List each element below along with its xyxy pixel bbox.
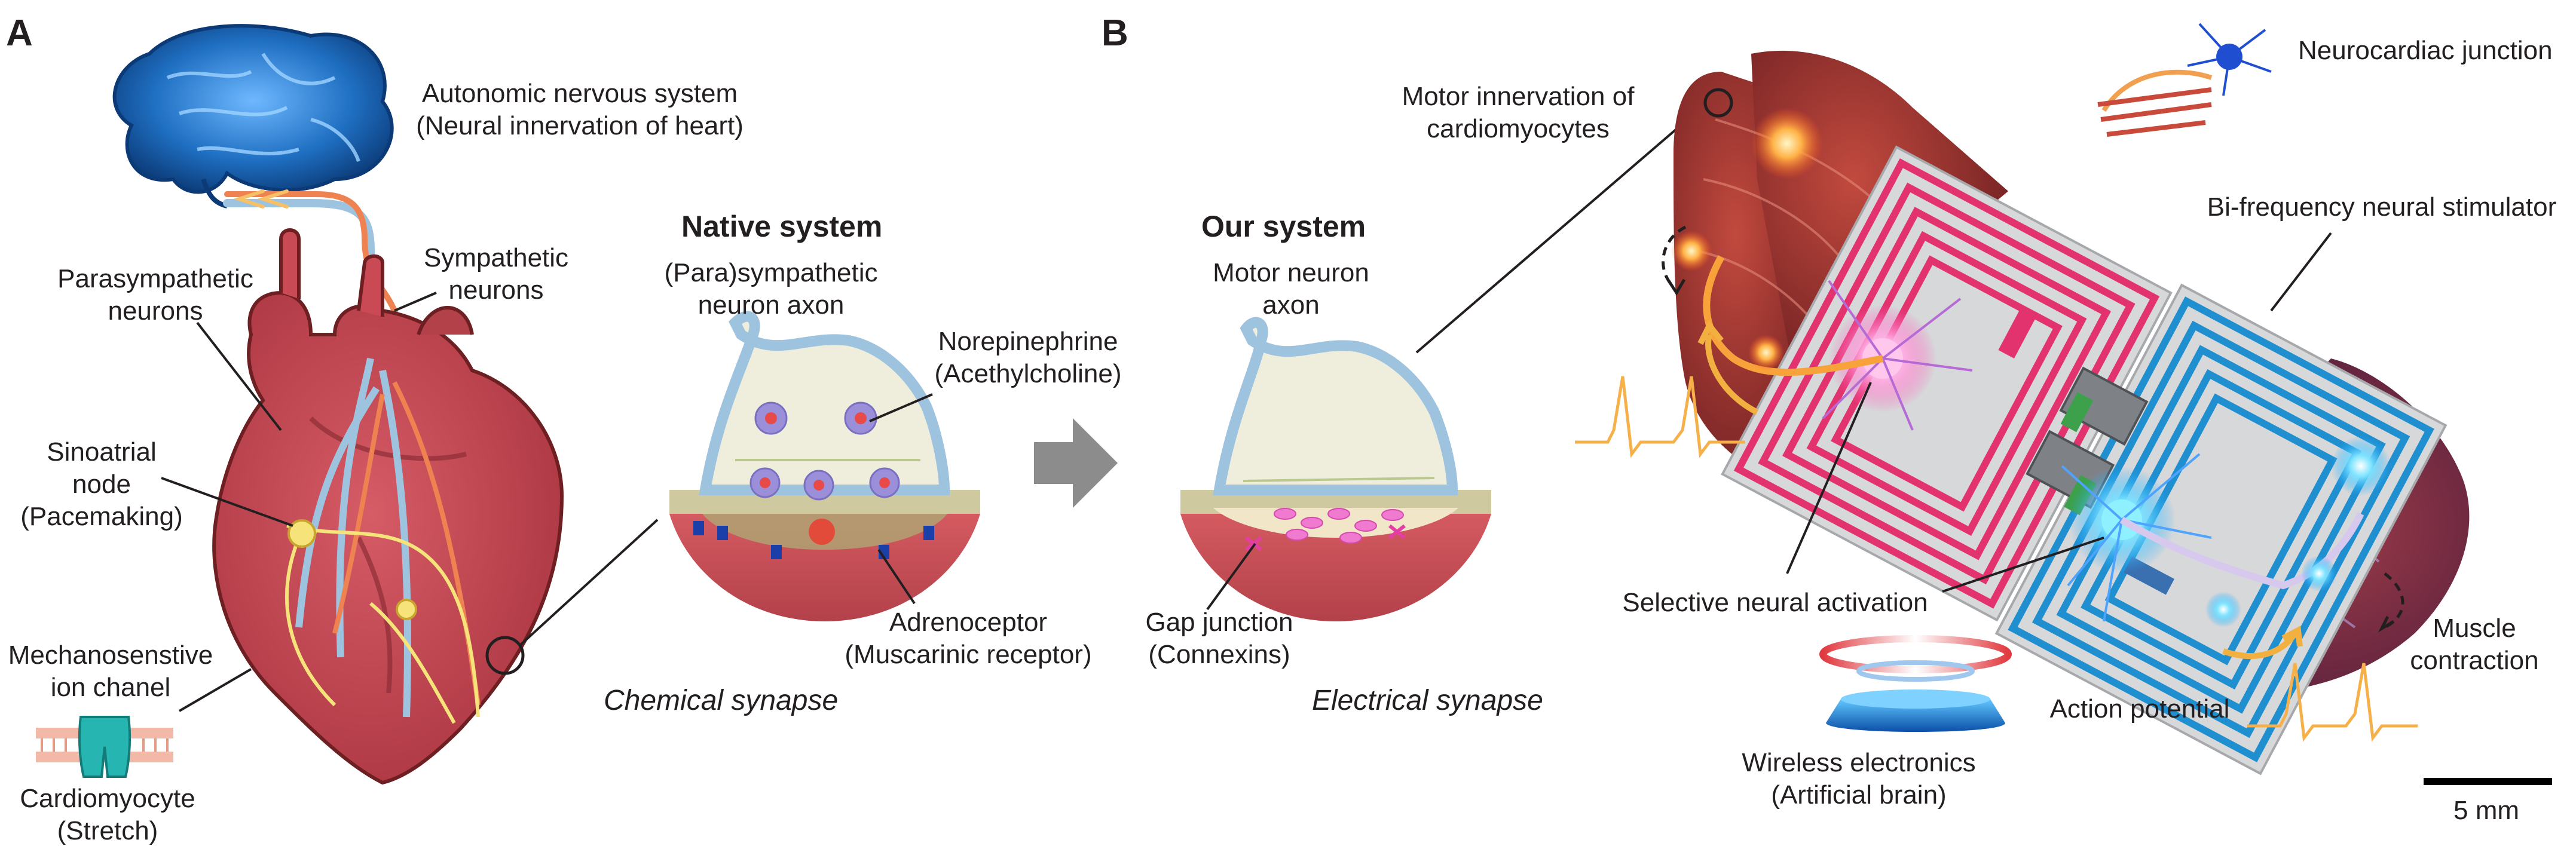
motor-innervation-label: Motor innervation of cardiomyocytes (1381, 81, 1656, 145)
motor-axon-label-line2: axon (1262, 290, 1320, 320)
stimulated-neurons (1671, 88, 2391, 627)
adrenoceptor-label-line1: Adrenoceptor (889, 608, 1048, 637)
sinoatrial-label: Sinoatrial node (Pacemaking) (12, 436, 191, 533)
chemical-synapse-caption: Chemical synapse (604, 685, 839, 716)
axon-label: (Para)sympathetic neuron axon (651, 257, 891, 321)
panel-b-leader-lines (1786, 232, 2332, 593)
norepinephrine-label-line2: (Acethylcholine) (934, 359, 1122, 388)
wireless-electronics-label: Wireless electronics (Artificial brain) (1721, 747, 1996, 811)
transition-arrow (1034, 418, 1118, 508)
electrical-synapse-caption: Electrical synapse (1312, 685, 1543, 716)
native-system-title: Native system (681, 210, 883, 243)
cardiomyocyte-label-line1: Cardiomyocyte (20, 784, 195, 813)
bi-frequency-stimulator (1721, 145, 2447, 776)
ans-label: Autonomic nervous system (Neural innerva… (394, 78, 765, 142)
mechanosensitive-label-line2: ion chanel (50, 673, 171, 702)
adrenoceptor-label: Adrenoceptor (Muscarinic receptor) (831, 606, 1106, 671)
parasympathetic-label: Parasympathetic neurons (48, 263, 263, 327)
native-synapse-illustration (669, 311, 980, 621)
sinoatrial-label-line1: Sinoatrial (47, 437, 157, 467)
panel-a-letter: A (6, 13, 33, 54)
selective-activation-label: Selective neural activation (1622, 588, 1928, 617)
axon-label-line1: (Para)sympathetic (664, 258, 878, 287)
ans-label-line1: Autonomic nervous system (421, 79, 738, 108)
heart-illustration (212, 228, 564, 785)
our-synapse-illustration (1180, 317, 1491, 621)
scale-bar-label: 5 mm (2453, 796, 2519, 825)
native-synapse-leaders (869, 393, 933, 605)
brain-illustration (112, 24, 394, 209)
sinoatrial-label-line2: node (72, 470, 131, 499)
adrenoceptor-label-line2: (Muscarinic receptor) (845, 640, 1092, 669)
motor-innervation-label-line2: cardiomyocytes (1427, 114, 1610, 143)
action-potential-label: Action potential (2049, 694, 2230, 724)
our-system-title: Our system (1201, 210, 1366, 243)
axon-label-line2: neuron axon (697, 290, 845, 320)
cardiomyocyte-label: Cardiomyocyte (Stretch) (12, 783, 203, 847)
ion-channel-illustration (36, 716, 173, 778)
scale-bar (2424, 778, 2552, 785)
stimulator-label: Bi-frequency neural stimulator (2207, 192, 2557, 222)
gap-junction-label-line1: Gap junction (1145, 608, 1293, 637)
norepinephrine-label: Norepinephrine (Acethylcholine) (914, 326, 1142, 390)
gap-junction-label: Gap junction (Connexins) (1130, 606, 1309, 671)
motor-innervation-label-line1: Motor innervation of (1402, 82, 1635, 111)
action-potential-waveforms (1575, 376, 2418, 742)
sympathetic-label-line2: neurons (448, 275, 544, 305)
panel-b-letter: B (1102, 13, 1128, 54)
neurocardiac-junction-icon (2097, 23, 2272, 137)
mechanosensitive-label: Mechanosenstive ion chanel (0, 639, 221, 704)
parasympathetic-label-line1: Parasympathetic (57, 264, 253, 293)
our-synapse-leaders (1206, 94, 1717, 611)
neurocardiac-junction-label: Neurocardiac junction (2298, 36, 2553, 65)
mechanosensitive-label-line1: Mechanosenstive (8, 640, 213, 670)
muscle-contraction-label-line2: contraction (2410, 646, 2539, 675)
wireless-electronics-label-line2: (Artificial brain) (1771, 780, 1947, 810)
sympathetic-label-line1: Sympathetic (423, 243, 569, 272)
muscle-contraction-label: Muscle contraction (2391, 612, 2558, 677)
contraction-arrows (1662, 225, 2404, 659)
muscle-contraction-label-line1: Muscle (2433, 614, 2516, 643)
gap-junction-label-line2: (Connexins) (1148, 640, 1290, 669)
wireless-electronics-label-line1: Wireless electronics (1742, 748, 1976, 777)
panel-a-leader-lines (161, 292, 659, 712)
motor-axon-label-line1: Motor neuron (1213, 258, 1369, 287)
sympathetic-label: Sympathetic neurons (406, 242, 586, 307)
norepinephrine-label-line1: Norepinephrine (938, 327, 1118, 356)
parasympathetic-label-line2: neurons (108, 296, 203, 326)
cardiomyocyte-label-line2: (Stretch) (57, 816, 158, 845)
motor-axon-label: Motor neuron axon (1189, 257, 1393, 321)
wireless-electronics-device (1819, 635, 2012, 732)
sinoatrial-label-line3: (Pacemaking) (20, 502, 183, 531)
ans-label-line2: (Neural innervation of heart) (416, 111, 744, 140)
